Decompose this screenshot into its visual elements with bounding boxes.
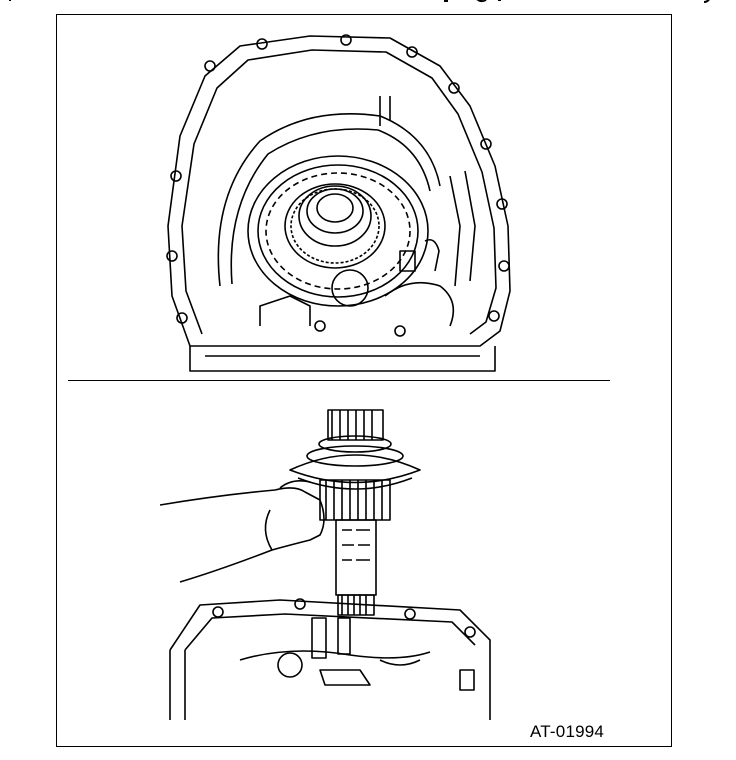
figure-code: AT-01994 [530,722,605,741]
panel-divider [68,380,610,381]
shaft-removal-illustration [160,400,510,720]
transmission-case-illustration [150,26,530,378]
figure-frame [56,14,672,747]
clipped-caption-fragment [0,0,736,3]
